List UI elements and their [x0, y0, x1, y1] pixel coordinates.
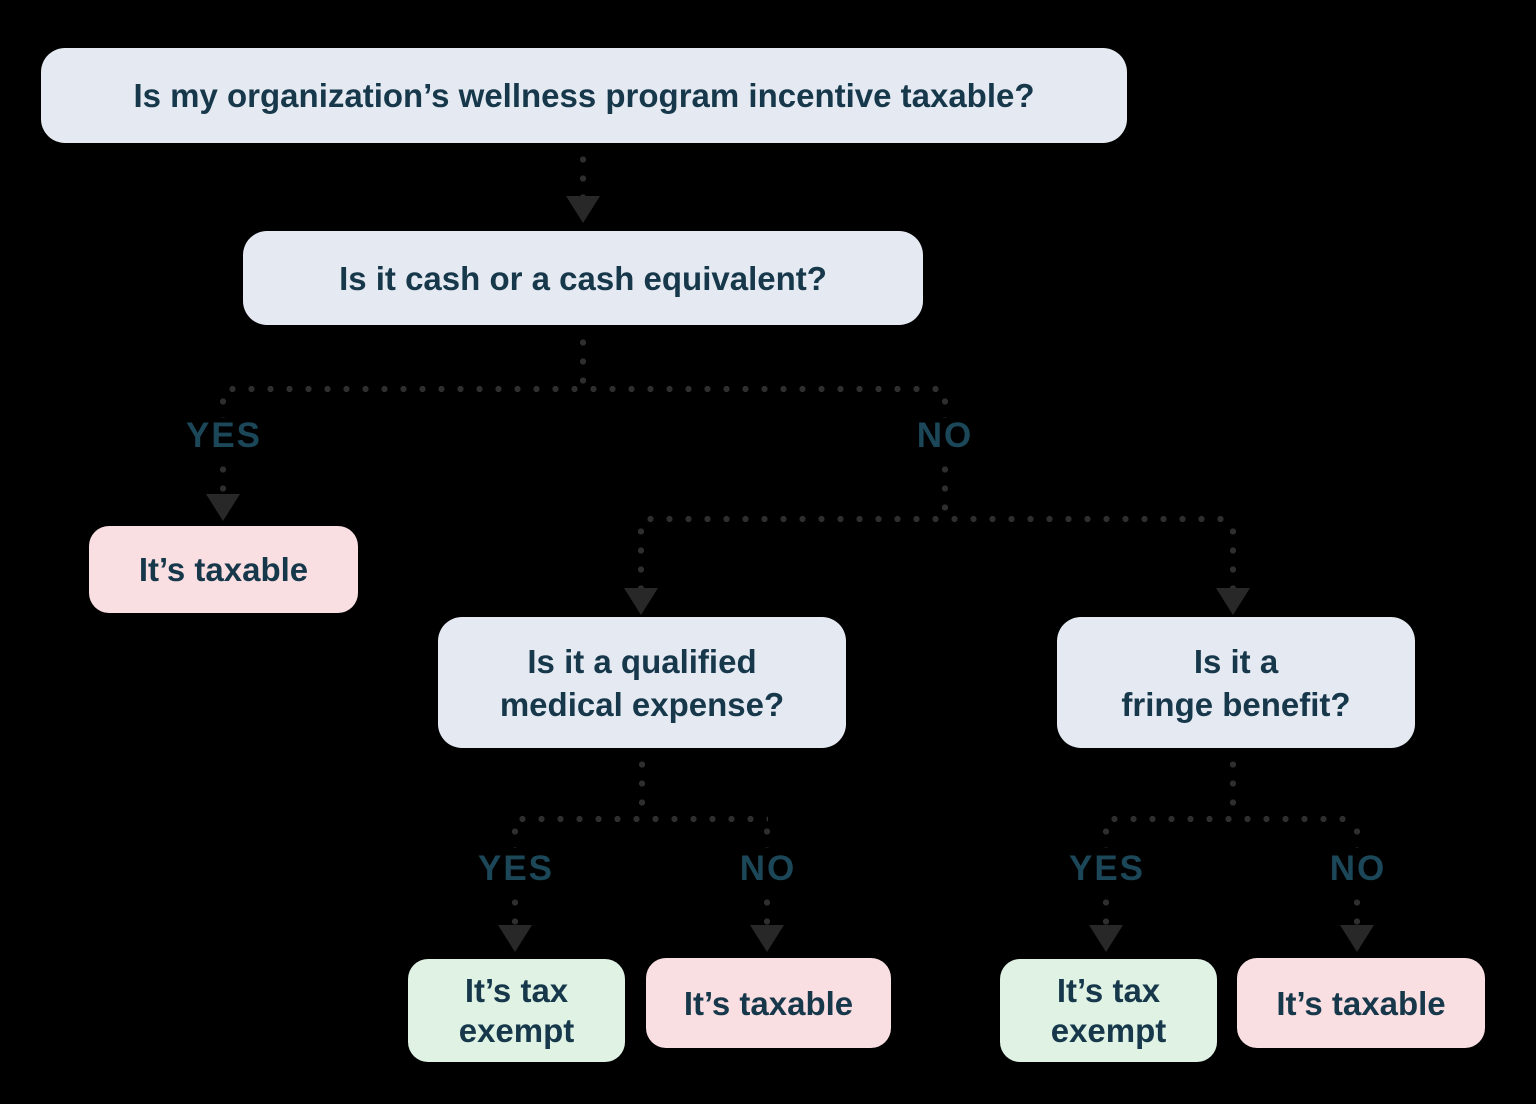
node-question-fringe-benefit: Is it a fringe benefit? — [1057, 617, 1415, 748]
branch-label-yes-3: YES — [1068, 849, 1146, 888]
arrow-down-icon — [1089, 925, 1123, 952]
arrow-down-icon — [498, 925, 532, 952]
branch-label-yes-1: YES — [185, 416, 263, 455]
branch-label-no-2: NO — [739, 849, 797, 888]
arrow-down-icon — [624, 588, 658, 615]
connector-yes-1-upper — [220, 392, 226, 418]
connector-branch-line-4 — [1105, 816, 1358, 822]
node-result-tax-exempt-1: It’s tax exempt — [408, 959, 625, 1062]
connector-yes-1-lower — [220, 460, 226, 494]
arrow-down-icon — [750, 925, 784, 952]
node-result-tax-exempt-2: It’s tax exempt — [1000, 959, 1217, 1062]
connector-yes-3-upper — [1103, 822, 1109, 848]
branch-label-no-3: NO — [1329, 849, 1387, 888]
connector-branch-line-1 — [223, 386, 945, 392]
node-result-taxable-3: It’s taxable — [1237, 958, 1485, 1048]
connector-yes-2-upper — [512, 822, 518, 848]
connector-branch-line-2 — [641, 516, 1233, 522]
node-question-fringe-benefit-line2: fringe benefit? — [1121, 685, 1351, 723]
connector-no-3-lower — [1354, 893, 1360, 925]
connector-root-to-cash — [580, 150, 586, 196]
node-result-taxable-2: It’s taxable — [646, 958, 891, 1048]
arrow-down-icon — [206, 494, 240, 521]
connector-medical-to-branch — [639, 755, 645, 813]
node-result-tax-exempt-2-line1: It’s tax — [1056, 971, 1161, 1009]
connector-to-fringe — [1230, 522, 1236, 588]
node-result-tax-exempt-1-line2: exempt — [458, 1011, 575, 1049]
node-question-medical-expense-line1: Is it a qualified — [527, 642, 757, 680]
node-question-cash: Is it cash or a cash equivalent? — [243, 231, 923, 325]
branch-label-yes-2: YES — [477, 849, 555, 888]
arrow-down-icon — [566, 196, 600, 223]
connector-no-2-upper — [764, 822, 770, 848]
connector-branch-line-3 — [513, 816, 768, 822]
node-question-medical-expense: Is it a qualified medical expense? — [438, 617, 846, 748]
node-result-tax-exempt-1-line1: It’s tax — [464, 971, 569, 1009]
node-question-fringe-benefit-line1: Is it a — [1193, 642, 1279, 680]
node-result-tax-exempt-2-line2: exempt — [1050, 1011, 1167, 1049]
branch-label-no-1: NO — [916, 416, 974, 455]
connector-no-3-upper — [1354, 822, 1360, 848]
arrow-down-icon — [1216, 588, 1250, 615]
arrow-down-icon — [1340, 925, 1374, 952]
connector-yes-3-lower — [1103, 893, 1109, 925]
connector-no-1-lower — [942, 460, 948, 518]
connector-to-medical — [638, 522, 644, 588]
node-question-medical-expense-line2: medical expense? — [499, 685, 785, 723]
connector-fringe-to-branch — [1230, 755, 1236, 813]
connector-no-2-lower — [764, 893, 770, 925]
node-result-taxable-1: It’s taxable — [89, 526, 358, 613]
connector-cash-to-branch — [580, 333, 586, 389]
node-question-root: Is my organization’s wellness program in… — [41, 48, 1127, 143]
connector-no-1-upper — [942, 392, 948, 418]
connector-yes-2-lower — [512, 893, 518, 925]
